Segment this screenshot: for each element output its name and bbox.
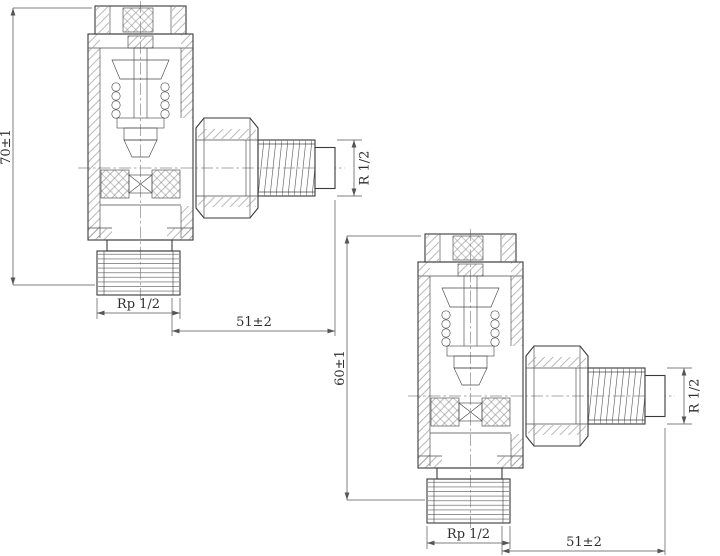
valve2-outlet-thread-label: R 1/2 bbox=[688, 379, 703, 414]
valve1-height-dimension: 70±1 bbox=[0, 7, 95, 286]
valve1-drawing bbox=[77, 0, 346, 304]
valve1-bottom-thread-label: Rp 1/2 bbox=[117, 297, 160, 312]
valve1-outlet-thread-dimension: R 1/2 bbox=[337, 139, 373, 197]
valve1-length-label: 51±2 bbox=[236, 315, 272, 330]
valve2-length-label: 51±2 bbox=[566, 535, 602, 550]
valve1-height-label: 70±1 bbox=[0, 129, 14, 165]
valve2-bottom-thread-dimension: Rp 1/2 bbox=[426, 526, 511, 549]
valve2-outlet-thread-dimension: R 1/2 bbox=[667, 367, 703, 425]
valve2-bottom-thread-label: Rp 1/2 bbox=[447, 527, 490, 542]
valve2-height-label: 60±1 bbox=[333, 350, 348, 386]
valve1-bottom-thread-dimension: Rp 1/2 bbox=[96, 297, 181, 319]
valve1-outlet-thread-label: R 1/2 bbox=[358, 151, 373, 186]
valve1-length-dimension: 51±2 bbox=[171, 200, 336, 336]
valve2-height-dimension: 60±1 bbox=[333, 235, 425, 501]
valve2-drawing bbox=[407, 228, 676, 532]
valve2-length-dimension: 51±2 bbox=[501, 428, 666, 555]
